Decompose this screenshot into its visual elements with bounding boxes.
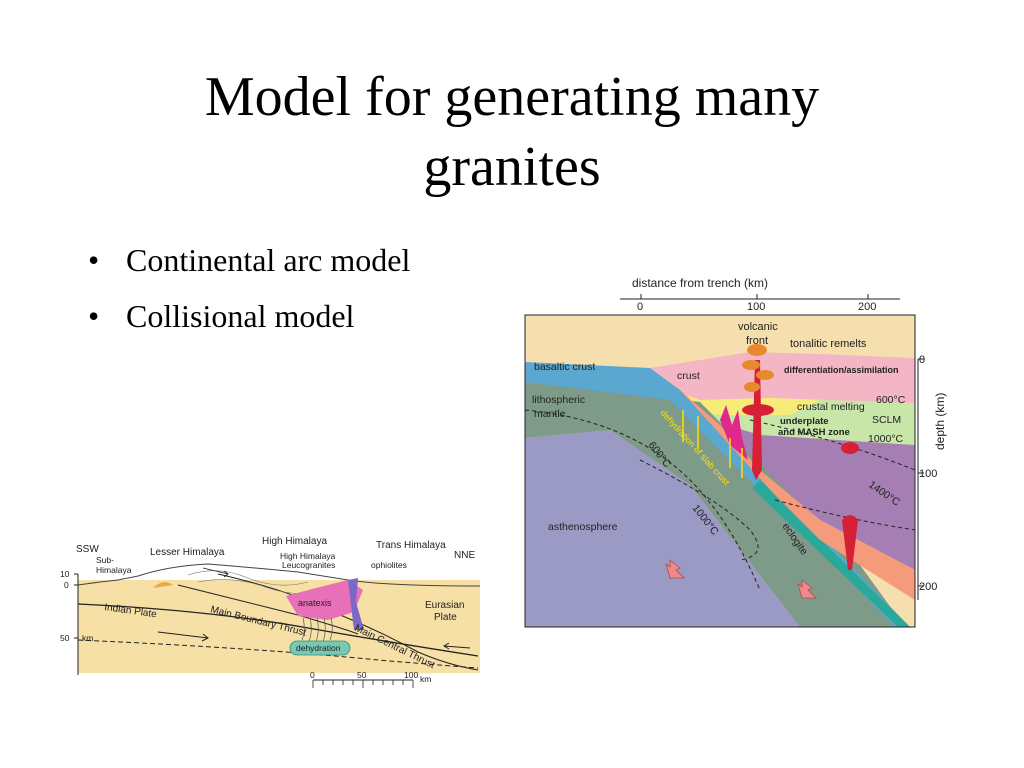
arc-diagram-frame — [524, 314, 916, 628]
dehydration-zone — [289, 640, 351, 656]
label-anatexis: anatexis — [298, 598, 332, 608]
label-sub: Sub- — [96, 555, 114, 565]
label-1000c-upper: 1000°C — [868, 433, 904, 445]
thrust-arrow — [202, 567, 229, 578]
label-mantle: mantle — [534, 408, 566, 420]
bullet-marker: • — [88, 298, 100, 334]
bullet-item-continental-arc: • Continental arc model — [88, 232, 410, 288]
label-dehydration: dehydration — [296, 643, 341, 653]
label-nne: NNE — [454, 550, 475, 561]
isotherm-1400 — [749, 419, 915, 471]
plate-motion-arrow — [157, 631, 209, 642]
slide-title: Model for generating many granites — [0, 62, 1024, 202]
section-bg — [78, 580, 480, 673]
depth-axis-title: depth (km) — [933, 393, 947, 450]
crust-melting-zone — [670, 390, 820, 415]
label-leucogranites-line2: Leucogranites — [282, 560, 335, 570]
slab-melt-zone — [680, 390, 915, 600]
bullet-item-collisional: • Collisional model — [88, 288, 410, 344]
indian-plate-slab-base — [77, 639, 479, 669]
isotherm-1400-lower — [774, 499, 915, 531]
label-underplate: underplate — [780, 416, 829, 427]
crust-region — [650, 352, 915, 403]
label-basaltic-crust: basaltic crust — [534, 361, 595, 373]
magma-diapir — [842, 515, 858, 570]
scale-label-100: 100 — [404, 670, 418, 680]
fluid-pathways — [301, 617, 333, 643]
plate-motion-arrow — [443, 642, 471, 650]
sclm-region — [680, 400, 915, 445]
label-crust: crust — [677, 370, 700, 382]
label-mash-zone: and MASH zone — [778, 427, 850, 438]
label-differentiation: differentiation/assimilation — [784, 365, 899, 375]
subduction-arrow — [797, 579, 817, 599]
collisional-himalaya-diagram: SSW Sub- Himalaya Lesser Himalaya High H… — [60, 536, 481, 688]
label-crustal-melting: crustal melting — [797, 401, 865, 413]
label-leucogranites-line1: High Himalaya — [280, 551, 336, 561]
isotherm-600 — [525, 409, 761, 591]
label-lithospheric: lithospheric — [532, 394, 585, 406]
label-depth-10: 10 — [60, 569, 70, 579]
depth-tick-label: 0 — [919, 354, 925, 366]
label-high-himalaya: High Himalaya — [262, 536, 327, 547]
slab-melt-spike — [720, 405, 748, 460]
scale-label-0: 0 — [310, 670, 315, 680]
label-sub-himalaya: Himalaya — [96, 565, 132, 575]
label-volcanic: volcanic — [738, 321, 778, 333]
depth-tick-label: 100 — [919, 468, 937, 480]
distance-axis-title: distance from trench (km) — [632, 276, 768, 290]
distance-tick-label: 0 — [637, 301, 643, 313]
distance-tick-label: 200 — [858, 301, 876, 313]
main-boundary-thrust — [177, 584, 359, 635]
leucogranite-zone — [286, 580, 363, 620]
label-sclm: SCLM — [872, 414, 901, 426]
surface-topography — [77, 563, 481, 587]
magma-chamber — [742, 404, 774, 416]
bullet-list: • Continental arc model • Collisional mode… — [88, 232, 410, 344]
label-600c-upper: 600°C — [876, 394, 906, 406]
label-ssw: SSW — [76, 544, 99, 555]
eclogite-slab — [752, 480, 910, 627]
label-depth-km: km — [82, 633, 93, 643]
depth-tick-label: 200 — [919, 581, 937, 593]
ophiolites — [348, 578, 364, 630]
indian-plate-top — [77, 603, 479, 657]
distance-tick-label: 100 — [747, 301, 765, 313]
scale-label-50: 50 — [357, 670, 367, 680]
label-depth-50: 50 — [60, 633, 70, 643]
scale-bar-ticks — [312, 680, 414, 688]
label-tonalitic-remelts: tonalitic remelts — [790, 338, 867, 350]
dehydration-arrows — [682, 410, 743, 478]
subduction-arrow — [665, 559, 685, 579]
lithospheric-mantle-region — [525, 382, 905, 627]
label-front: front — [746, 335, 768, 347]
label-eurasian-plate: Plate — [434, 612, 457, 623]
asthenosphere-region — [525, 430, 800, 627]
bullet-text: Collisional model — [126, 298, 355, 334]
foreland-basin — [153, 582, 173, 588]
slide-title-line-2: granites — [423, 136, 601, 198]
label-ophiolites: ophiolites — [371, 560, 407, 570]
slide-title-line-1: Model for generating many — [204, 66, 820, 128]
label-lesser-himalaya: Lesser Himalaya — [150, 547, 225, 558]
label-asthenosphere: asthenosphere — [548, 521, 618, 533]
bullet-marker: • — [88, 242, 100, 278]
magma-body — [841, 442, 859, 454]
volcanic-plumbing — [742, 344, 774, 392]
scale-label-km: km — [420, 674, 431, 684]
bullet-text: Continental arc model — [126, 242, 411, 278]
label-eurasian: Eurasian — [425, 600, 464, 611]
continental-arc-diagram: distance from trench (km) 0 100 200 — [524, 276, 947, 628]
label-depth-0: 0 — [64, 580, 69, 590]
isotherm-1000 — [639, 459, 759, 561]
label-trans-himalaya: Trans Himalaya — [376, 540, 446, 551]
